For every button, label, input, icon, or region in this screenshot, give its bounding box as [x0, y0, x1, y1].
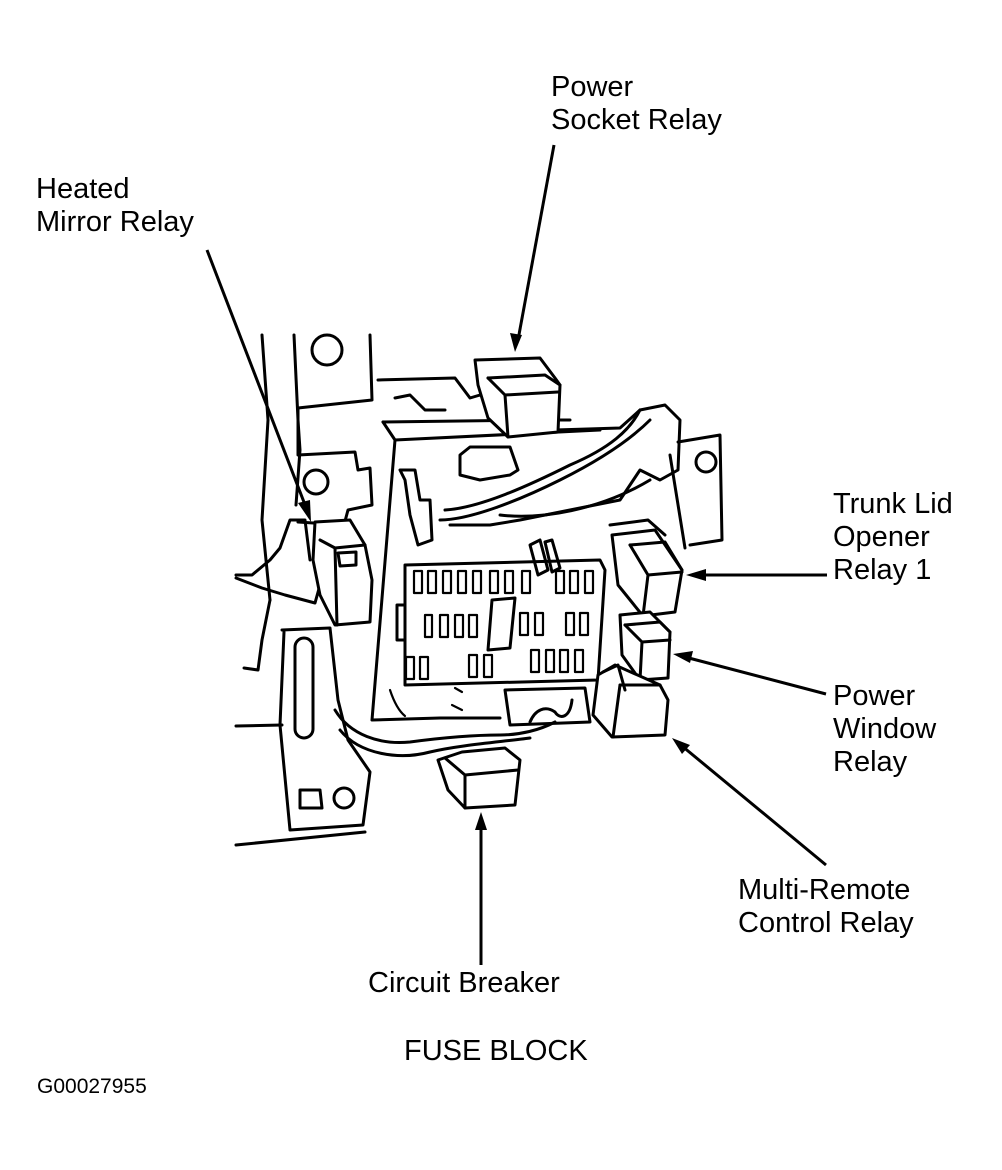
- leader-multi-remote-control-relay: [672, 738, 827, 867]
- label-power-window-relay: Power Window Relay: [833, 680, 936, 779]
- multi-remote-control-relay-part: [591, 663, 670, 739]
- leader-trunk-lid-opener-relay: [686, 569, 827, 581]
- leader-circuit-breaker: [475, 812, 487, 965]
- label-line: Relay: [833, 746, 908, 778]
- fuse-row-top: [412, 569, 595, 595]
- fuse-block-body: [333, 376, 724, 758]
- label-circuit-breaker: Circuit Breaker: [368, 967, 560, 1000]
- label-heated-mirror-relay: Heated Mirror Relay: [36, 173, 194, 239]
- label-line: Opener: [833, 521, 930, 553]
- label-line: Multi-Remote: [738, 874, 911, 906]
- label-line: Power: [833, 680, 916, 712]
- diagram-title: FUSE BLOCK: [404, 1035, 588, 1067]
- label-line: Window: [833, 713, 937, 745]
- figure-id: G00027955: [37, 1075, 147, 1098]
- label-line: Control Relay: [738, 907, 914, 939]
- label-line: Relay 1: [833, 554, 932, 586]
- leader-power-window-relay: [673, 651, 827, 696]
- label-power-socket-relay: Power Socket Relay: [551, 71, 722, 137]
- heated-mirror-relay-part: [311, 518, 374, 627]
- power-socket-relay-part: [473, 356, 562, 439]
- leader-power-socket-relay: [510, 144, 556, 352]
- power-window-relay-part: [618, 610, 672, 682]
- fuse-row-middle: [395, 596, 590, 652]
- fuse-row-bottom: [404, 648, 585, 681]
- label-line: Trunk Lid: [833, 488, 953, 520]
- trunk-lid-opener-relay-part: [608, 518, 684, 618]
- label-line: Heated: [36, 173, 130, 205]
- label-line: Power: [551, 71, 634, 103]
- left-mounting-bracket: [234, 333, 374, 847]
- label-line: Mirror Relay: [36, 206, 194, 238]
- leader-heated-mirror-relay: [205, 249, 311, 522]
- label-multi-remote-control-relay: Multi-Remote Control Relay: [738, 874, 914, 940]
- label-trunk-lid-opener-relay-1: Trunk Lid Opener Relay 1: [833, 488, 953, 587]
- circuit-breaker-part: [436, 746, 522, 810]
- label-line: Circuit Breaker: [368, 967, 560, 999]
- label-line: Socket Relay: [551, 104, 722, 136]
